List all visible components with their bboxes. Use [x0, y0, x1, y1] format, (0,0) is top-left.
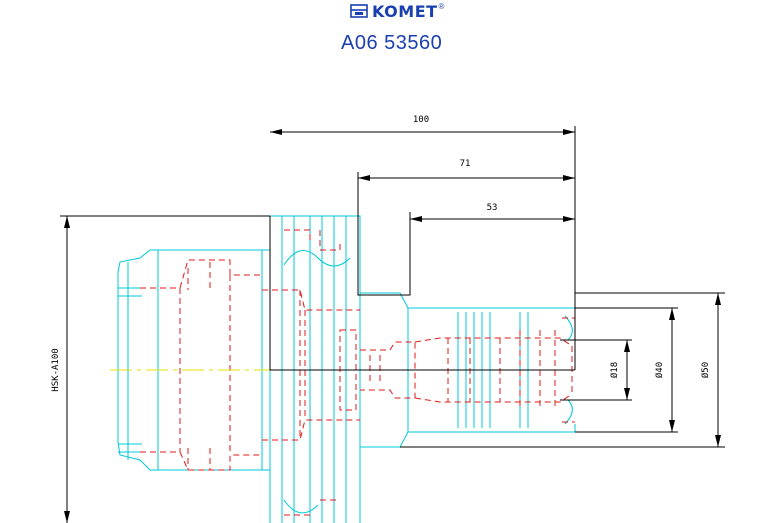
dim-dia-bore: Ø18 [609, 362, 620, 378]
dim-length-overall: 100 [413, 115, 429, 125]
dim-dia-outer: Ø50 [700, 362, 711, 378]
dim-dia-mid: Ø40 [654, 362, 665, 378]
drawing-header: KOMET ® A06 53560 [0, 0, 767, 70]
dim-length-mid: 71 [460, 159, 471, 169]
brand-logo: KOMET ® [350, 1, 444, 21]
komet-logo-icon [350, 4, 368, 18]
dimension-lines [60, 126, 725, 523]
dim-length-short: 53 [487, 203, 498, 213]
brand-trademark: ® [438, 1, 445, 11]
brand-name: KOMET [372, 1, 438, 21]
dim-interface: HSK-A100 [51, 348, 61, 391]
part-number: A06 53560 [341, 32, 443, 54]
